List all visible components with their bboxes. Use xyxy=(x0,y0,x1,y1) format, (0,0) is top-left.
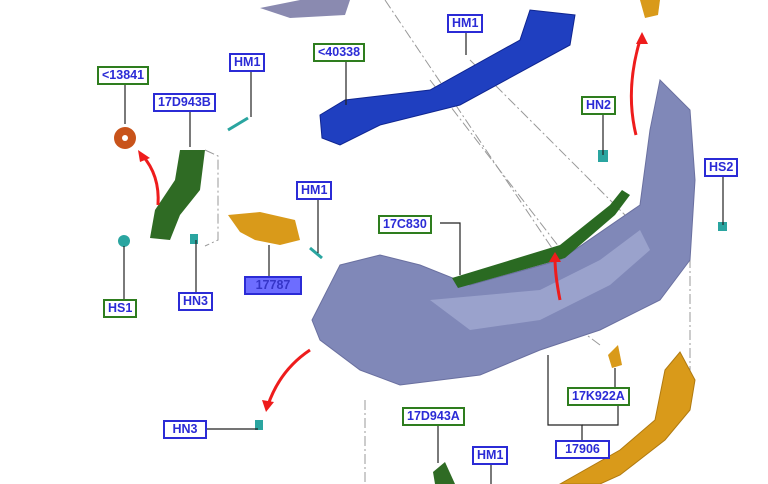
bracket-bottom-part xyxy=(433,462,455,484)
top-bracket-part xyxy=(260,0,350,18)
reinforcement-beam-part xyxy=(319,9,576,146)
callout-17k922a[interactable]: 17K922A xyxy=(567,387,630,406)
callout-17c830[interactable]: 17C830 xyxy=(378,215,432,234)
callout-17787[interactable]: 17787 xyxy=(244,276,302,295)
clip-17k922a-part xyxy=(608,345,622,368)
callout-hm1-left[interactable]: HM1 xyxy=(229,53,266,72)
trim-strip-part xyxy=(452,190,630,288)
side-bracket-part xyxy=(228,212,300,245)
callout-17d943a[interactable]: 17D943A xyxy=(402,407,465,426)
bracket-left-part xyxy=(150,150,205,240)
top-right-part xyxy=(640,0,660,18)
bumper-recess xyxy=(430,230,650,330)
callout-13841[interactable]: <13841 xyxy=(97,66,150,85)
callout-hs1[interactable]: HS1 xyxy=(103,299,138,318)
lower-trim-part xyxy=(558,351,696,484)
arrow-heads xyxy=(138,32,648,412)
callout-hn3-bottom[interactable]: HN3 xyxy=(163,420,207,439)
callout-hn2[interactable]: HN2 xyxy=(581,96,617,115)
callout-17d943b[interactable]: 17D943B xyxy=(153,93,216,112)
callout-40338[interactable]: <40338 xyxy=(313,43,366,62)
callout-hs2[interactable]: HS2 xyxy=(704,158,739,177)
callout-hm1-top[interactable]: HM1 xyxy=(447,14,484,33)
removal-arrows xyxy=(140,39,642,406)
leader-lines xyxy=(123,33,724,484)
callout-17906[interactable]: 17906 xyxy=(555,440,610,459)
callout-hn3-left[interactable]: HN3 xyxy=(178,292,214,311)
callout-hm1-bottom[interactable]: HM1 xyxy=(472,446,509,465)
callout-hm1-mid[interactable]: HM1 xyxy=(296,181,333,200)
bumper-cover-part xyxy=(311,78,696,386)
clips xyxy=(118,116,727,430)
